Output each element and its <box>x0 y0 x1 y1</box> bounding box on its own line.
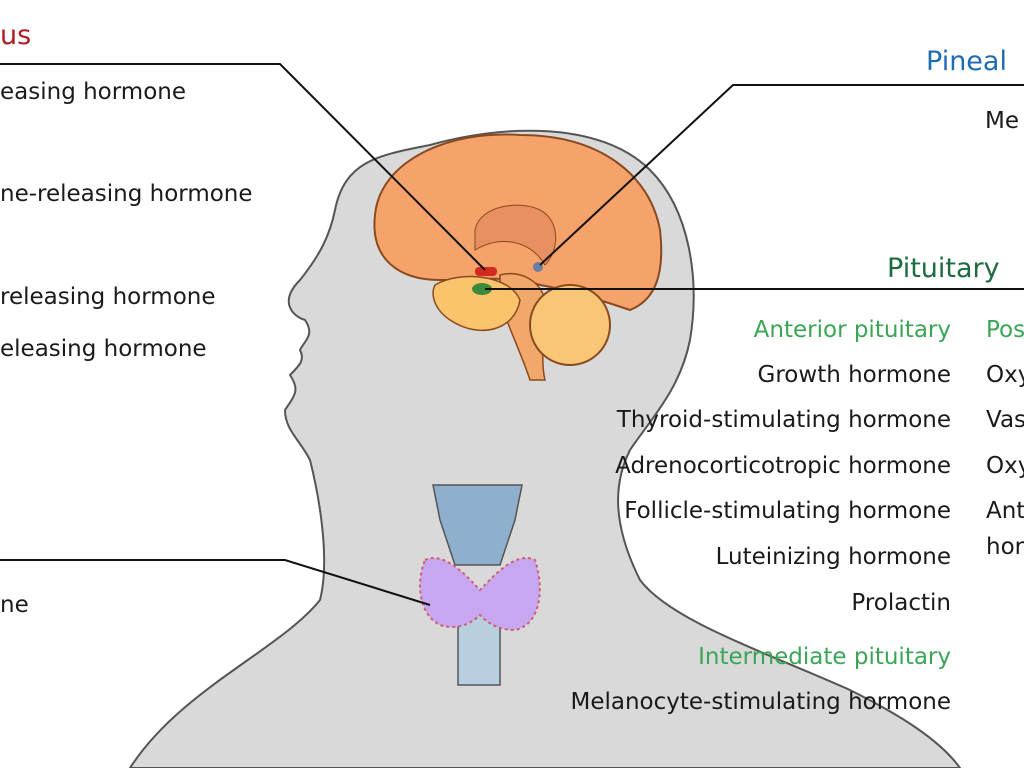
intermediate-hormone: Melanocyte-stimulating hormone <box>570 689 951 715</box>
anterior-hormone: Adrenocorticotropic hormone <box>615 453 951 479</box>
pituitary-marker <box>472 283 492 295</box>
thyroid-hormone: ne <box>0 592 29 618</box>
hypothalamus-marker <box>475 267 497 276</box>
intermediate-heading: Intermediate pituitary <box>698 644 951 670</box>
anterior-hormone: Prolactin <box>851 590 951 616</box>
hypothalamus-title: us <box>0 20 32 51</box>
corpus-callosum <box>474 204 557 266</box>
hypothalamus-hormone: eleasing hormone <box>0 336 207 362</box>
posterior-hormone: Oxy <box>986 453 1024 479</box>
posterior-heading: Pos <box>986 317 1024 343</box>
leader-lines <box>0 63 1024 606</box>
posterior-hormone: Vas <box>986 407 1024 433</box>
anterior-hormone: Follicle-stimulating hormone <box>624 498 951 524</box>
head-silhouette <box>128 129 962 768</box>
pituitary-title: Pituitary <box>887 253 1000 284</box>
posterior-hormone: Ant <box>986 498 1024 524</box>
larynx <box>432 484 523 566</box>
temporal-lobe <box>432 275 521 332</box>
anterior-hormone: Luteinizing hormone <box>715 544 951 570</box>
thyroid-gland <box>419 557 541 632</box>
hypothalamus-hormone: easing hormone <box>0 79 187 105</box>
posterior-hormone: Oxy <box>986 362 1024 388</box>
thyroid-leader <box>0 559 431 606</box>
anterior-hormone: Growth hormone <box>757 362 951 388</box>
pineal-hormone: Me <box>985 108 1019 134</box>
hypothalamus-leader <box>0 63 486 271</box>
anterior-hormone: Thyroid-stimulating hormone <box>616 407 951 433</box>
anterior-heading: Anterior pituitary <box>753 317 951 343</box>
posterior-hormone: hor <box>986 534 1024 560</box>
cerebellum <box>529 284 611 366</box>
hypothalamus-hormone: releasing hormone <box>0 284 216 310</box>
pineal-title: Pineal <box>926 46 1007 77</box>
pineal-leader <box>539 84 1024 266</box>
hypothalamus-hormone: ne-releasing hormone <box>0 181 253 207</box>
